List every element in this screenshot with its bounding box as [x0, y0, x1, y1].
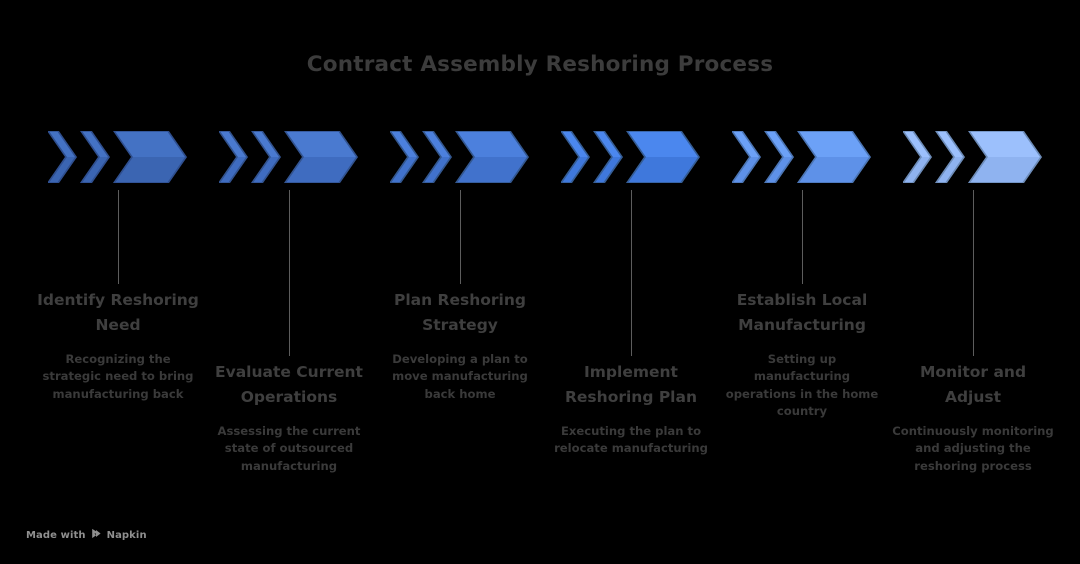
connector-line-step-6 [973, 190, 975, 356]
step-description-2: Assessing the current state of outsource… [217, 424, 361, 473]
step-description-4: Executing the plan to relocate manufactu… [554, 424, 708, 456]
chevron-shade-3 [113, 157, 187, 183]
process-arrow-step-2 [219, 131, 371, 183]
chevron-shade-2 [593, 157, 623, 183]
step-title-5: Establish Local Manufacturing [736, 291, 868, 334]
napkin-play-logo-icon [91, 528, 102, 542]
watermark-prefix: Made with [26, 529, 86, 541]
process-arrow-step-4 [561, 131, 713, 183]
chevron-shade-3 [797, 157, 871, 183]
chevron-shade-3 [284, 157, 358, 183]
process-arrow-step-3 [390, 131, 542, 183]
chevron-shade-2 [764, 157, 794, 183]
connector-line-step-3 [460, 190, 462, 284]
chevron-shade-1 [48, 157, 77, 183]
step-description-1: Recognizing the strategic need to bring … [42, 352, 194, 401]
step-description-6: Continuously monitoring and adjusting th… [892, 424, 1054, 473]
chevron-shade-3 [626, 157, 700, 183]
step-description-5: Setting up manufacturing operations in t… [725, 352, 879, 419]
chevron-shade-3 [968, 157, 1042, 183]
napkin-watermark: Made with Napkin [26, 528, 147, 542]
connector-line-step-5 [802, 190, 804, 284]
chevron-shade-3 [455, 157, 529, 183]
chevron-shade-1 [561, 157, 590, 183]
chevron-shade-1 [390, 157, 419, 183]
step-title-4: Implement Reshoring Plan [564, 363, 697, 406]
watermark-brand: Napkin [106, 529, 147, 541]
page-title: Contract Assembly Reshoring Process [306, 52, 774, 77]
chevron-shade-2 [80, 157, 110, 183]
step-title-3: Plan Reshoring Strategy [393, 291, 526, 334]
process-arrow-step-1 [48, 131, 200, 183]
chevron-shade-1 [219, 157, 248, 183]
process-arrow-step-6 [903, 131, 1055, 183]
chevron-shade-1 [903, 157, 932, 183]
step-title-6: Monitor and Adjust [919, 363, 1027, 406]
connector-line-step-1 [118, 190, 120, 284]
step-title-2: Evaluate Current Operations [215, 363, 363, 406]
connector-line-step-4 [631, 190, 633, 356]
chevron-shade-2 [251, 157, 281, 183]
connector-line-step-2 [289, 190, 291, 356]
step-title-1: Identify Reshoring Need [37, 291, 199, 334]
chevron-shade-2 [422, 157, 452, 183]
chevron-shade-1 [732, 157, 761, 183]
chevron-shade-2 [935, 157, 965, 183]
process-arrow-step-5 [732, 131, 884, 183]
step-description-3: Developing a plan to move manufacturing … [392, 352, 528, 401]
